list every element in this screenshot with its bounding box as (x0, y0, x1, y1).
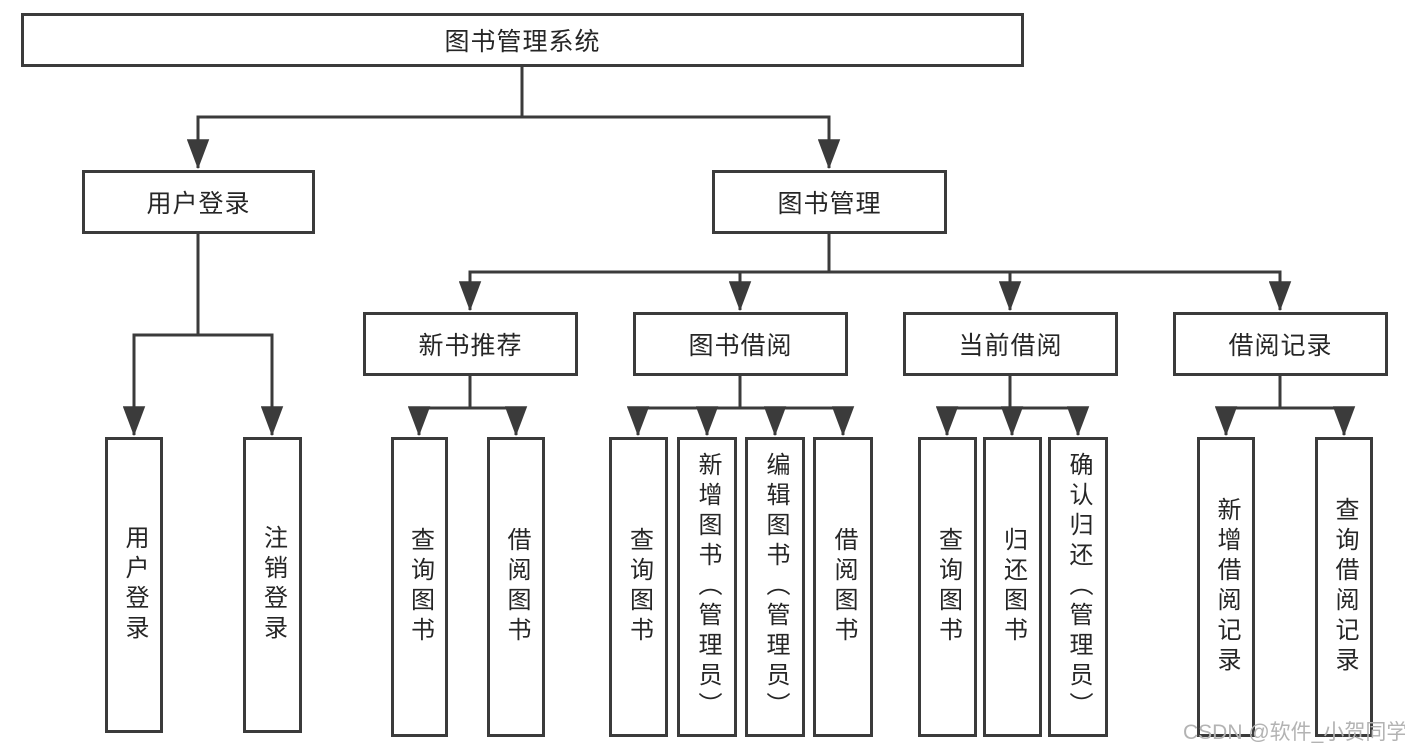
node-label: 编辑图书（管理员） (762, 452, 789, 722)
leaf-logout: 注销登录 (243, 437, 302, 733)
node-label: 用户登录 (121, 525, 148, 645)
node-book-borrowing: 图书借阅 (633, 312, 848, 376)
leaf-edit-book-admin: 编辑图书（管理员） (745, 437, 805, 737)
leaf-add-borrow-record: 新增借阅记录 (1197, 437, 1255, 737)
node-book-management-branch: 图书管理 (712, 170, 947, 234)
node-new-book-recommend: 新书推荐 (363, 312, 578, 376)
node-label: 注销登录 (259, 525, 287, 645)
node-label: 查询图书 (406, 527, 434, 647)
node-label: 借阅图书 (830, 527, 857, 647)
node-label: 新书推荐 (418, 332, 523, 360)
leaf-confirm-return-admin: 确认归还（管理员） (1048, 437, 1108, 737)
node-current-borrowing: 当前借阅 (903, 312, 1118, 376)
leaf-add-book-admin: 新增图书（管理员） (677, 437, 737, 737)
node-label: 借阅记录 (1228, 332, 1333, 360)
node-label: 查询图书 (934, 527, 962, 647)
node-label: 图书管理 (777, 190, 882, 218)
node-label: 借阅图书 (503, 527, 530, 647)
node-label: 查询图书 (625, 527, 653, 647)
node-label: 图书管理系统 (444, 28, 601, 56)
leaf-query-books-recommend: 查询图书 (391, 437, 448, 737)
node-label: 用户登录 (146, 190, 251, 218)
node-label: 图书借阅 (688, 332, 793, 360)
node-label: 查询借阅记录 (1331, 497, 1358, 677)
node-label: 确认归还（管理员） (1065, 452, 1092, 722)
node-label: 归还图书 (999, 527, 1027, 647)
leaf-query-borrow-record: 查询借阅记录 (1315, 437, 1373, 737)
leaf-query-books-current: 查询图书 (918, 437, 977, 737)
node-label: 新增图书（管理员） (694, 452, 721, 722)
node-root-library-system: 图书管理系统 (21, 13, 1024, 67)
node-label: 新增借阅记录 (1213, 497, 1240, 677)
leaf-query-books-borrowing: 查询图书 (609, 437, 668, 737)
leaf-return-book: 归还图书 (983, 437, 1042, 737)
node-user-login-branch: 用户登录 (82, 170, 315, 234)
leaf-borrow-books-recommend: 借阅图书 (487, 437, 545, 737)
csdn-watermark: CSDN @软件_小贺同学 (1183, 721, 1405, 744)
node-label: 当前借阅 (958, 332, 1063, 360)
leaf-user-login: 用户登录 (105, 437, 163, 733)
leaf-borrow-books: 借阅图书 (813, 437, 873, 737)
node-borrowing-records: 借阅记录 (1173, 312, 1388, 376)
